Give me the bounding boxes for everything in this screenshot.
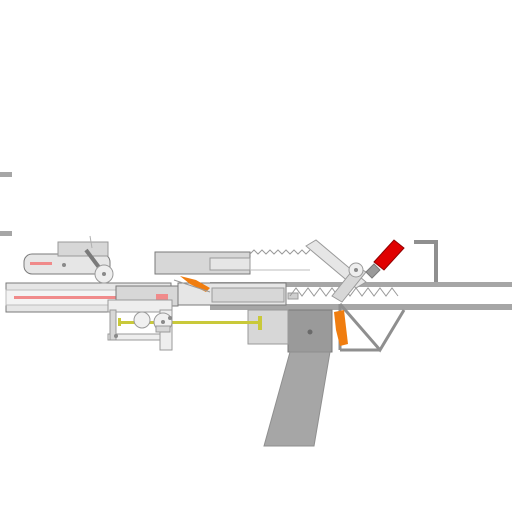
pistol-grip <box>263 351 331 447</box>
cocking-lever <box>365 263 381 279</box>
receiver-window <box>209 257 251 271</box>
edge-tick-top <box>0 172 12 177</box>
charging-rod <box>118 316 262 330</box>
link-arm <box>305 239 367 303</box>
trigger-pin <box>307 329 313 335</box>
rear-hook <box>414 240 438 282</box>
stock-brace <box>338 303 406 353</box>
lower-block <box>247 309 289 345</box>
slide-stop <box>287 292 299 300</box>
slide-insert <box>211 287 285 303</box>
tab-link <box>173 279 211 293</box>
carriage-wheel-left <box>133 311 151 329</box>
laser-emitter <box>156 294 168 301</box>
edge-tick-bottom <box>0 231 12 236</box>
rail-lower <box>210 304 512 310</box>
sight-laser <box>30 262 52 265</box>
recoil-spring-upper <box>249 249 311 255</box>
small-orange-tab <box>180 276 210 292</box>
safety-lever <box>373 239 405 271</box>
barrel-laser-line <box>14 296 169 299</box>
sight-post <box>89 235 93 249</box>
front-sight <box>23 235 114 284</box>
trigger <box>334 310 348 346</box>
sight-pivot-lever <box>84 248 114 284</box>
front-carriage <box>107 299 173 351</box>
sight-top-plate <box>57 241 109 257</box>
sight-pin <box>62 263 66 267</box>
